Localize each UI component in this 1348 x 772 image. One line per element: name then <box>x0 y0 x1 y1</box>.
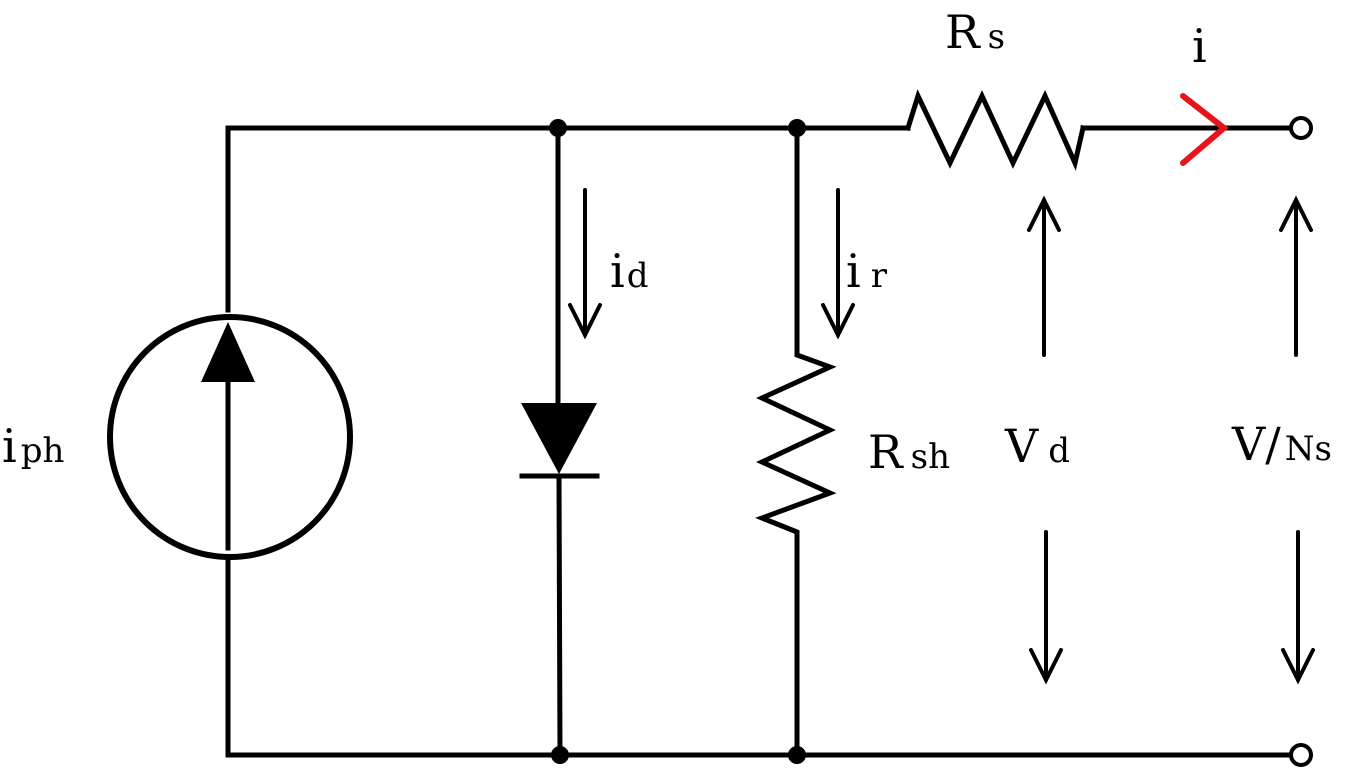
vd-arrow-up <box>1027 195 1061 357</box>
bottom-wire <box>225 557 1293 758</box>
shunt-resistor-branch <box>755 125 837 758</box>
label-output-current: i <box>1192 19 1207 73</box>
output-terminal-negative <box>1289 743 1313 767</box>
shunt-current-arrow <box>821 188 855 340</box>
top-wire <box>225 125 1293 313</box>
vd-arrow-down <box>1029 530 1063 685</box>
series-resistor <box>904 89 1086 171</box>
output-terminal-positive <box>1289 116 1313 140</box>
label-id: id <box>610 244 648 298</box>
vns-arrow-down <box>1281 530 1315 685</box>
diode-branch <box>519 125 600 758</box>
diode-symbol <box>521 403 597 474</box>
diode-current-arrow <box>568 188 602 340</box>
output-current-arrow <box>1180 93 1229 166</box>
label-v-over-ns: V/Ns <box>1231 417 1332 471</box>
vns-arrow-up <box>1279 195 1313 357</box>
current-source <box>107 314 353 560</box>
